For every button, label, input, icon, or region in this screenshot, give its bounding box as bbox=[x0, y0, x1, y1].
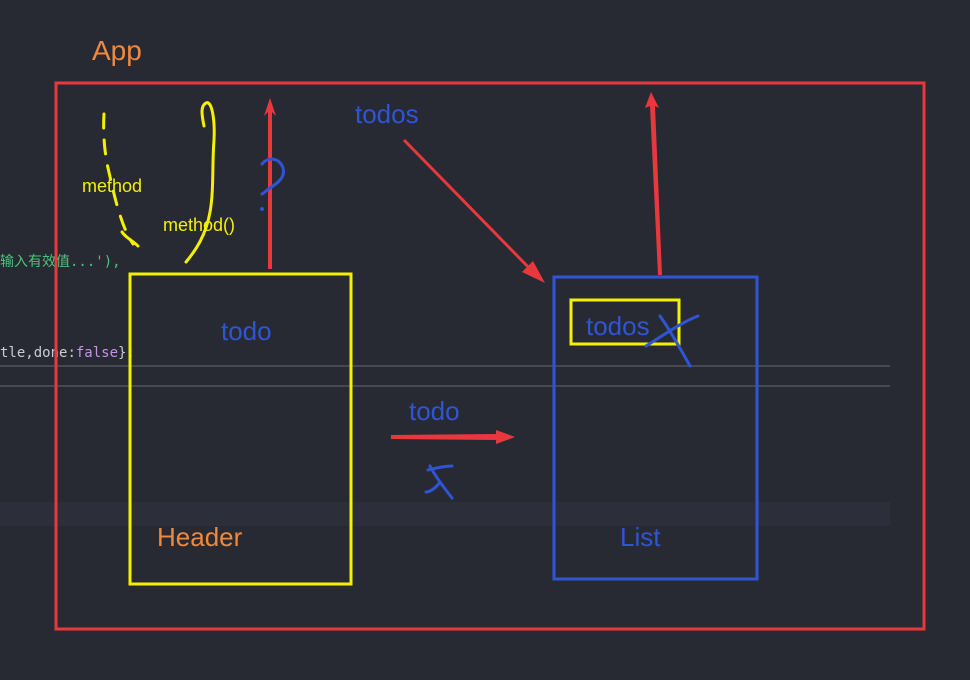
code-line-1: 输入有效值...'), bbox=[0, 254, 121, 270]
app-box bbox=[54, 81, 926, 631]
arrow-todo-label: todo bbox=[409, 396, 460, 426]
todos-inner-box bbox=[569, 298, 681, 346]
header-label: Header bbox=[157, 522, 243, 552]
editor-divider bbox=[0, 385, 890, 387]
todo-right-arrow bbox=[391, 430, 515, 444]
question-dot bbox=[260, 207, 264, 211]
code-line-2: tle,done:false}; bbox=[0, 345, 135, 361]
list-box bbox=[552, 275, 759, 581]
method-label: method bbox=[82, 176, 143, 196]
code-line-highlight bbox=[0, 502, 890, 526]
list-up-arrow bbox=[645, 92, 662, 275]
header-todo-label: todo bbox=[221, 316, 272, 346]
method-call-label: method() bbox=[163, 215, 236, 235]
todos-label: todos bbox=[355, 99, 419, 129]
todos-down-arrow bbox=[402, 138, 545, 283]
yellow-solid-curve bbox=[184, 101, 216, 264]
list-label: List bbox=[620, 522, 661, 552]
header-up-arrow bbox=[264, 98, 276, 269]
header-box bbox=[128, 272, 353, 586]
app-label: App bbox=[92, 35, 142, 66]
yellow-tick bbox=[120, 230, 140, 248]
question-mark bbox=[260, 157, 286, 196]
editor-divider bbox=[0, 365, 890, 367]
list-todos-label: todos bbox=[586, 311, 650, 341]
yellow-dashed-curve bbox=[102, 112, 135, 246]
mid-cross-mark bbox=[424, 464, 454, 500]
list-cross-mark bbox=[644, 314, 700, 368]
